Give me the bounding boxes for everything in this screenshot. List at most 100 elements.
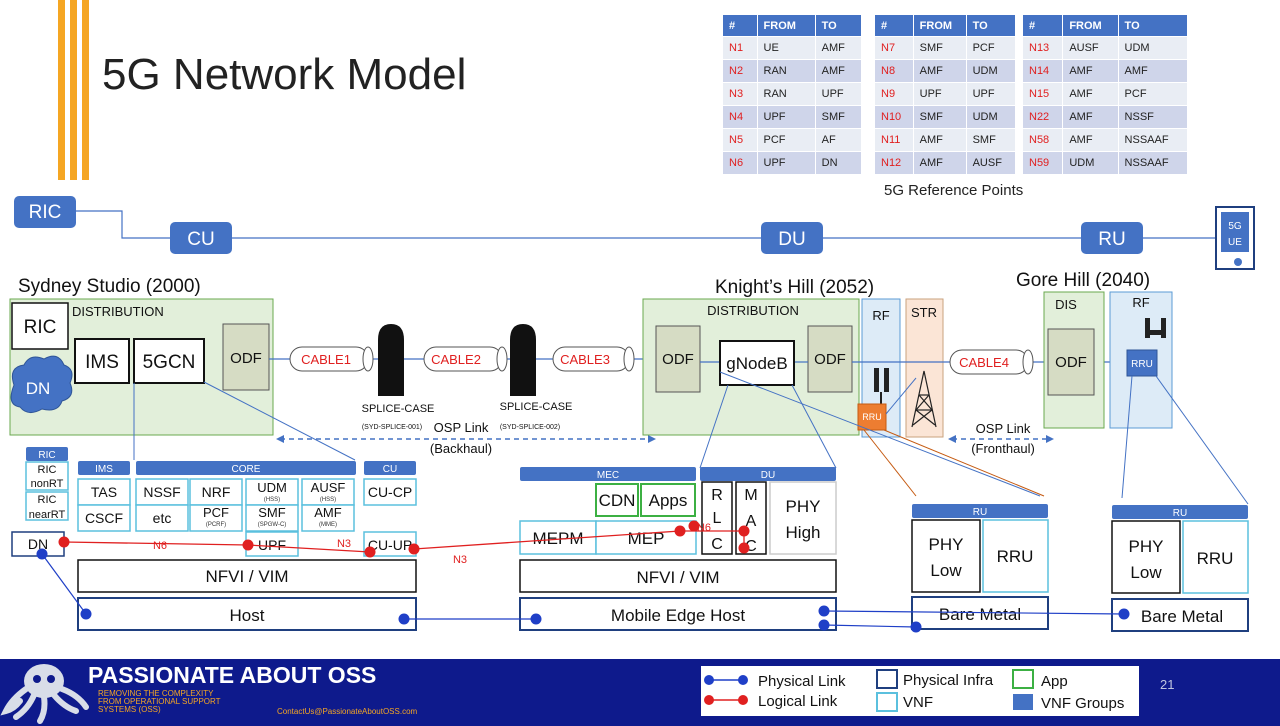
reference-to: AMF xyxy=(1118,60,1187,82)
tas-box[interactable] xyxy=(77,478,131,506)
chain-cu-box[interactable] xyxy=(170,222,232,254)
reference-from: UPF xyxy=(757,106,815,128)
cu-cp-box[interactable] xyxy=(363,478,417,506)
ric-nonrt-box[interactable] xyxy=(25,461,69,491)
osp-backhaul-label-1: OSP Link xyxy=(434,420,489,435)
logical-links xyxy=(63,530,745,553)
phy-low-1-box[interactable] xyxy=(911,519,981,593)
page-title: 5G Network Model xyxy=(102,50,467,99)
smf-label: SMF xyxy=(258,505,286,520)
n6-right-label: N6 xyxy=(697,522,711,534)
brand-tagline-1: REMOVING THE COMPLEXITY xyxy=(98,689,214,698)
mac-box[interactable] xyxy=(735,481,767,555)
dn-cloud[interactable] xyxy=(10,355,73,413)
sydney-ims-box[interactable] xyxy=(74,338,130,384)
legend-physical-infra: Physical Infra xyxy=(903,672,994,689)
reference-from: AMF xyxy=(1063,60,1118,82)
etc-box[interactable] xyxy=(135,504,189,532)
gnodeb-box[interactable] xyxy=(719,340,795,386)
reference-to: UDM xyxy=(1118,37,1187,59)
reference-to: AUSF xyxy=(966,152,1015,174)
reference-point-id: N3 xyxy=(723,83,757,105)
ru-group-2-header xyxy=(1112,505,1248,519)
rru-1-box[interactable] xyxy=(982,519,1049,593)
reference-to: AF xyxy=(815,129,861,151)
apps-box[interactable] xyxy=(640,483,696,517)
upf-box[interactable] xyxy=(245,531,299,557)
cdn-box[interactable] xyxy=(595,483,639,517)
site-gore-title: Gore Hill (2040) xyxy=(1016,270,1150,291)
reference-to: SMF xyxy=(966,129,1015,151)
reference-point-id: N10 xyxy=(875,106,913,128)
chain-ru-box[interactable] xyxy=(1081,222,1143,254)
phy-low-1-label-1: PHY xyxy=(929,535,964,554)
udm-label: UDM xyxy=(257,480,287,495)
rru-2-box[interactable] xyxy=(1182,520,1249,594)
reference-from: SMF xyxy=(913,106,966,128)
octopus-logo-icon xyxy=(0,664,89,724)
gore-odf[interactable] xyxy=(1047,328,1095,396)
reference-to: UDM xyxy=(966,60,1015,82)
rlc-box[interactable] xyxy=(701,481,733,555)
gore-odf-label: ODF xyxy=(1055,354,1087,371)
reference-to: SMF xyxy=(815,106,861,128)
knights-odf-right[interactable] xyxy=(807,325,853,393)
legend-panel xyxy=(701,666,1139,716)
ric-nearrt-box[interactable] xyxy=(25,491,69,521)
reference-from: AMF xyxy=(913,129,966,151)
reference-from: AMF xyxy=(1063,129,1118,151)
mobile-edge-host-box[interactable] xyxy=(519,597,837,631)
pcf-box[interactable] xyxy=(189,504,243,532)
sydney-odf[interactable] xyxy=(222,323,270,391)
contact-email[interactable]: ContactUs@PassionateAboutOSS.com xyxy=(277,707,418,716)
amf-box[interactable] xyxy=(301,504,355,532)
sydney-ric-box[interactable] xyxy=(11,302,69,350)
phy-high-box[interactable] xyxy=(769,481,837,555)
dn-cloud-label: DN xyxy=(26,379,51,398)
sydney-5gcn-box[interactable] xyxy=(133,338,205,384)
smf-box[interactable] xyxy=(245,504,299,532)
bare-metal-1-label: Bare Metal xyxy=(939,605,1021,624)
ausf-box[interactable] xyxy=(301,478,355,506)
gore-rru[interactable] xyxy=(1126,349,1158,377)
reference-point-id: N4 xyxy=(723,106,757,128)
legend-vnf-groups: VNF Groups xyxy=(1041,695,1124,712)
chain-du-box[interactable] xyxy=(761,222,823,254)
splice2-id: (SYD-SPLICE-002) xyxy=(500,424,560,431)
cscf-box[interactable] xyxy=(77,504,131,532)
phy-low-2-box[interactable] xyxy=(1111,520,1181,594)
accent-bar xyxy=(58,0,65,180)
ric-nonrt-label-1: RIC xyxy=(38,464,57,476)
n3-left-label: N3 xyxy=(337,538,351,550)
chain-ric-box[interactable] xyxy=(14,196,76,228)
reference-to: NSSF xyxy=(1118,106,1187,128)
splice-case-1[interactable] xyxy=(378,324,404,396)
reference-header-cell: FROM xyxy=(913,15,966,36)
knights-antenna-icon xyxy=(874,368,889,405)
reference-point-id: N5 xyxy=(723,129,757,151)
knights-odf-left[interactable] xyxy=(655,325,701,393)
bare-metal-2-box[interactable] xyxy=(1111,598,1249,632)
etc-label: etc xyxy=(153,510,172,526)
dn-label: DN xyxy=(28,536,48,552)
mepm-label: MEPM xyxy=(533,529,584,548)
nfvi-vim-left[interactable] xyxy=(77,559,417,593)
mobile-edge-host-label: Mobile Edge Host xyxy=(611,606,745,625)
knights-rru[interactable] xyxy=(857,403,887,431)
nfvi-vim-mid[interactable] xyxy=(519,559,837,593)
host-box[interactable] xyxy=(77,597,417,631)
reference-point-id: N14 xyxy=(1023,60,1063,82)
reference-point-id: N12 xyxy=(875,152,913,174)
reference-to: NSSAAF xyxy=(1118,152,1187,174)
reference-from: RAN xyxy=(757,83,815,105)
splice1-id: (SYD-SPLICE-001) xyxy=(362,424,422,431)
splice-case-2[interactable] xyxy=(510,324,536,396)
